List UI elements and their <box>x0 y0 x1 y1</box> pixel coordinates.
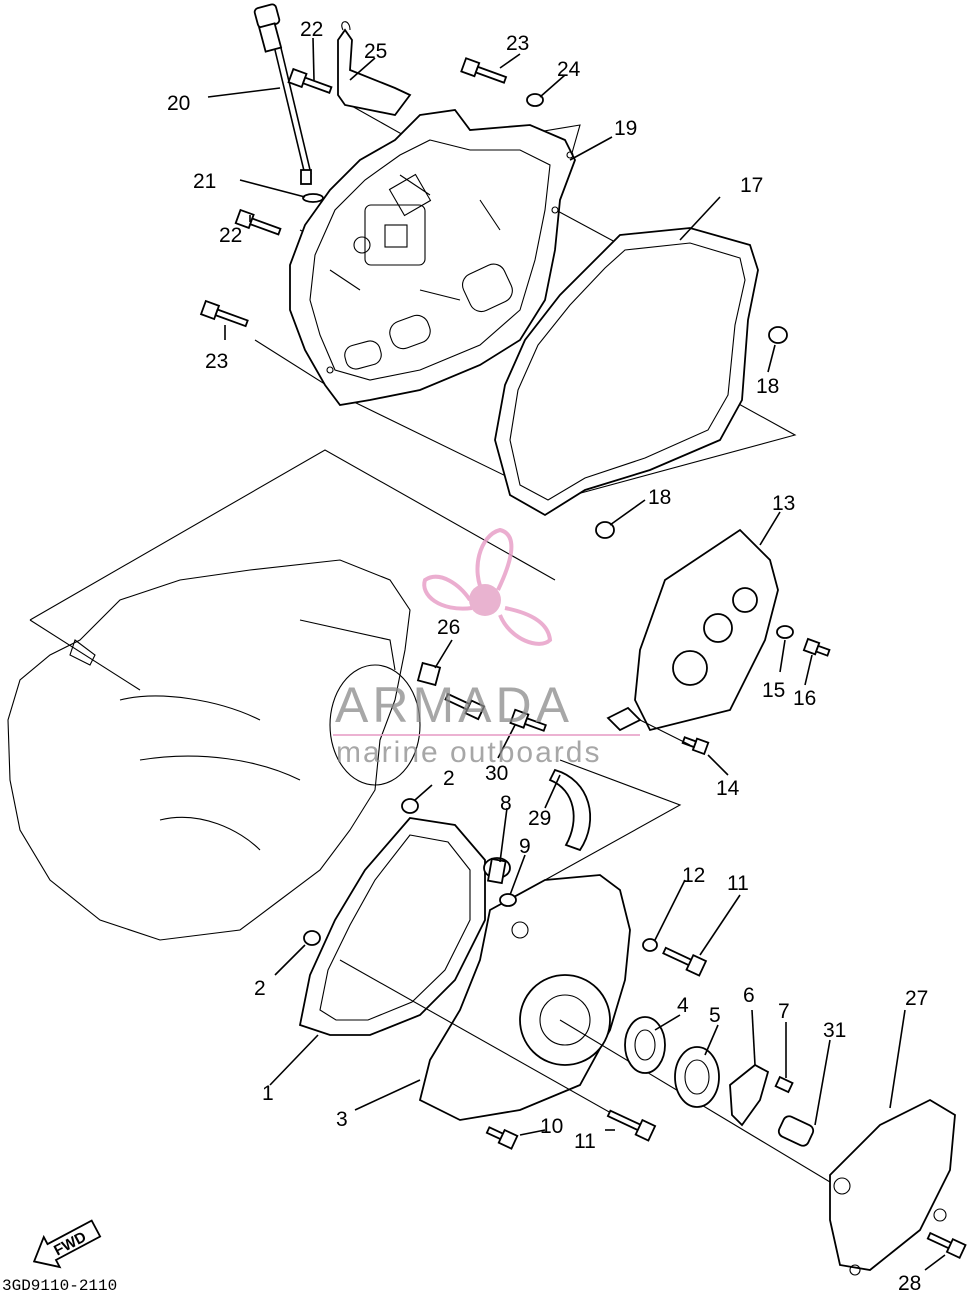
callout-12: 12 <box>682 864 705 887</box>
watermark-subtitle: marine outboards <box>336 736 601 769</box>
callout-10: 10 <box>540 1115 563 1138</box>
callout-14: 14 <box>716 777 740 800</box>
callout-16: 16 <box>793 687 816 710</box>
callout-7: 7 <box>778 1000 790 1023</box>
diagram-code: 3GD9110-2110 <box>2 1277 117 1294</box>
callout-19: 19 <box>614 117 637 140</box>
propeller-icon <box>422 527 553 646</box>
crankcase-projection-box <box>29 449 556 691</box>
callout-30: 30 <box>485 762 508 785</box>
callout-6: 6 <box>743 984 755 1007</box>
callout-23-top: 23 <box>506 32 529 55</box>
callout-24: 24 <box>557 58 581 81</box>
callout-8: 8 <box>500 792 512 815</box>
cover-bolts <box>199 21 544 328</box>
watermark-logo: ARMADA marine outboards <box>333 527 640 769</box>
callout-4: 4 <box>677 994 689 1017</box>
callout-25: 25 <box>364 40 387 63</box>
fwd-arrow: FWD <box>32 1219 102 1269</box>
oil-dipstick <box>253 3 324 203</box>
callout-29: 29 <box>528 807 551 830</box>
callout-23-mid: 23 <box>205 350 228 373</box>
callout-31: 31 <box>823 1019 846 1042</box>
chain-cover-13 <box>606 528 779 732</box>
callout-21: 21 <box>193 170 216 193</box>
callout-5: 5 <box>709 1004 721 1027</box>
callout-3: 3 <box>336 1108 348 1131</box>
crankcase-cover-3 <box>418 857 631 1121</box>
callout-17: 17 <box>740 174 763 197</box>
callout-26: 26 <box>437 616 460 639</box>
clutch-cover-gasket <box>494 227 759 517</box>
callout-2-upper: 2 <box>443 767 455 790</box>
dowel-pins-18 <box>595 326 788 539</box>
callout-labels: 22 25 23 24 20 19 21 17 22 23 18 18 13 2… <box>167 18 928 1294</box>
callout-20: 20 <box>167 92 190 115</box>
callout-28: 28 <box>898 1272 921 1294</box>
callout-13: 13 <box>772 492 795 515</box>
crankcase-cover-gasket <box>298 798 486 1036</box>
callout-22-mid: 22 <box>219 224 242 247</box>
lower-projection-lines <box>339 959 861 1201</box>
callout-1: 1 <box>262 1082 274 1105</box>
callout-18-lower: 18 <box>648 486 671 509</box>
callout-11-upper: 11 <box>727 872 749 895</box>
cover-13-fasteners <box>639 625 831 756</box>
callout-2-lower: 2 <box>254 977 266 1000</box>
crankcase-outline <box>7 559 421 941</box>
cover-3-bolts <box>485 938 708 1150</box>
watermark-title: ARMADA <box>335 677 573 733</box>
callout-27: 27 <box>905 987 928 1010</box>
callout-15: 15 <box>762 679 785 702</box>
leader-lines <box>207 37 946 1271</box>
callout-22-top: 22 <box>300 18 323 41</box>
crankcase-bolts <box>416 661 682 881</box>
clutch-cover <box>289 109 576 406</box>
callout-18-right: 18 <box>756 375 779 398</box>
generator-cap <box>777 1098 967 1276</box>
callout-9: 9 <box>519 835 531 858</box>
callout-11-lower: 11 <box>574 1130 596 1153</box>
